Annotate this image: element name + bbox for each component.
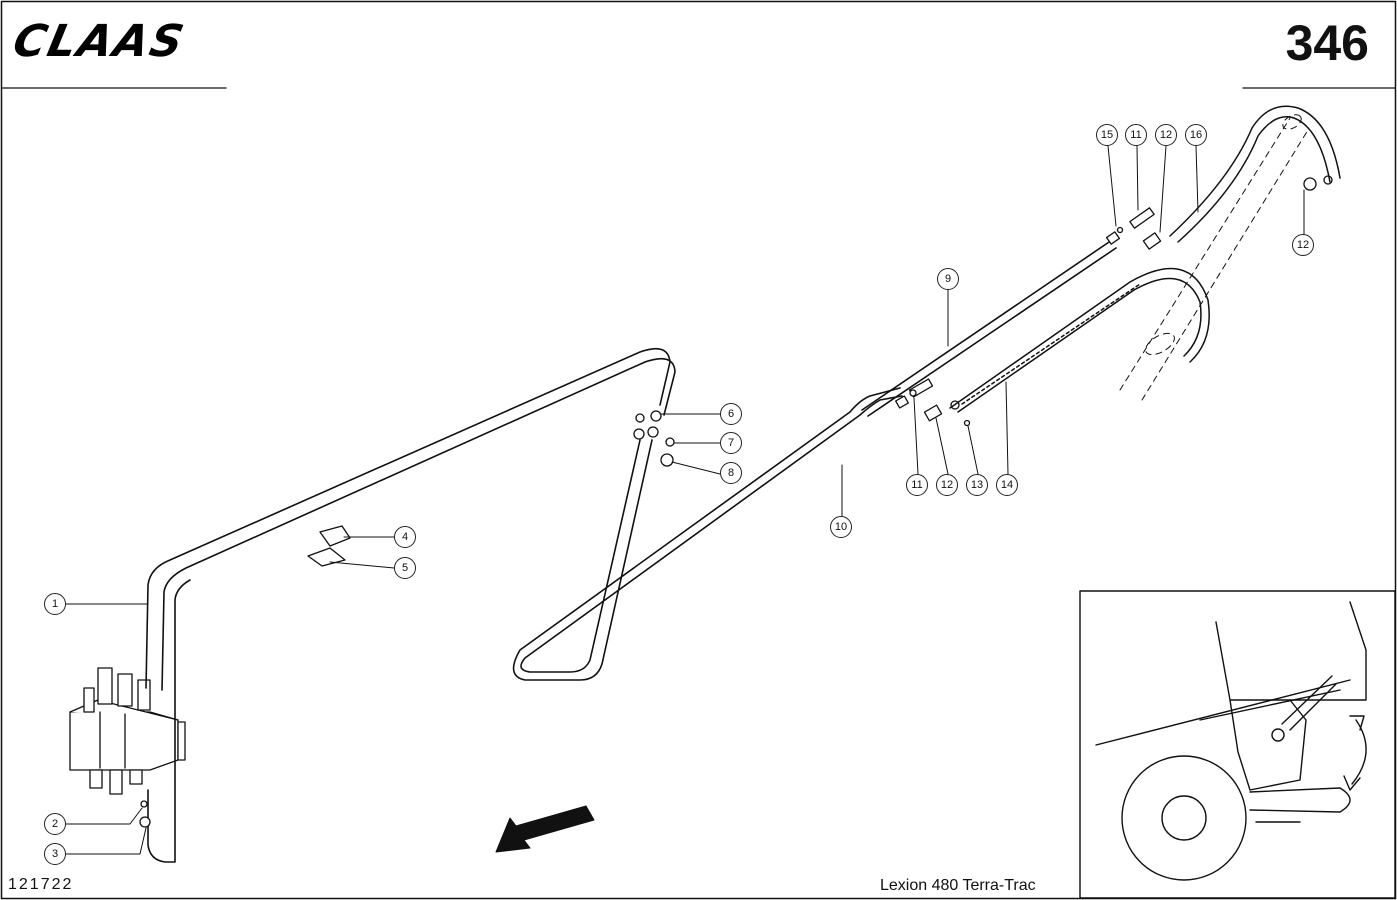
pipe-10 <box>512 387 903 681</box>
pipe-9 <box>861 239 1117 417</box>
fittings <box>139 175 1333 828</box>
clamp-parts <box>307 525 351 567</box>
callout-8: 8 <box>720 462 742 484</box>
hose-16 <box>1169 105 1341 243</box>
callout-10: 10 <box>830 516 852 538</box>
page-number: 346 <box>1285 15 1369 71</box>
callout-2: 2 <box>44 813 66 835</box>
model-name: Lexion 480 Terra-Trac <box>880 877 1036 894</box>
callout-4: 4 <box>394 526 416 548</box>
callout-14: 14 <box>996 474 1018 496</box>
callout-3: 3 <box>44 843 66 865</box>
callout-12-lower: 12 <box>936 474 958 496</box>
callout-1: 1 <box>44 593 66 615</box>
callout-13: 13 <box>966 474 988 496</box>
callout-15: 15 <box>1096 124 1118 146</box>
callout-11-lower: 11 <box>906 474 928 496</box>
callout-12-right: 12 <box>1292 234 1314 256</box>
leader-lines <box>65 145 1305 855</box>
callout-16: 16 <box>1185 124 1207 146</box>
callout-5: 5 <box>394 557 416 579</box>
mounting-arm-outline <box>1119 114 1309 401</box>
drawing-number: 121722 <box>8 876 74 893</box>
callout-11-upper: 11 <box>1125 124 1147 146</box>
travel-direction-arrow <box>495 805 595 853</box>
pipe-1 <box>145 347 676 863</box>
callout-9: 9 <box>937 268 959 290</box>
callout-6: 6 <box>720 403 742 425</box>
control-valve-block <box>69 667 186 795</box>
claas-logo: CLAAS <box>8 16 190 67</box>
callout-12-upper: 12 <box>1155 124 1177 146</box>
location-inset <box>1079 590 1396 899</box>
hose-14 <box>949 267 1210 413</box>
callout-7: 7 <box>720 432 742 454</box>
